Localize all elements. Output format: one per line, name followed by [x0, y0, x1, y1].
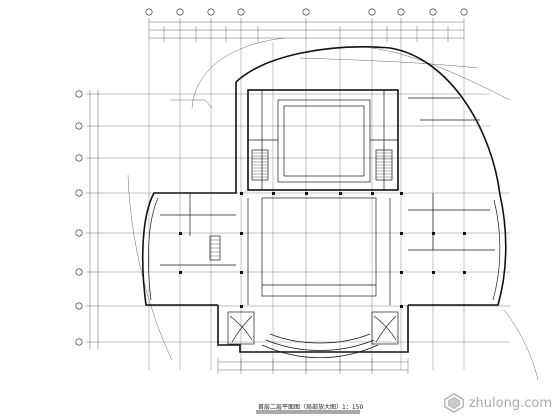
drawing-title-block: 首层二层平面图（局部放大图）1：150	[256, 403, 363, 414]
left-dimension-lines	[86, 90, 100, 350]
building-outline	[141, 46, 507, 359]
watermark: zhulong.com	[443, 392, 552, 414]
annotation-leader	[170, 99, 213, 109]
left-axis-bubbles	[75, 90, 83, 346]
stair-west-wing	[209, 235, 221, 261]
stair-left	[251, 149, 269, 181]
structural-columns	[179, 192, 466, 308]
east-wing-partitions	[408, 97, 495, 251]
central-core	[247, 89, 399, 191]
drawing-title: 首层二层平面图（局部放大图）1：150	[258, 403, 363, 411]
watermark-text: zhulong.com	[468, 395, 552, 411]
stair-right	[375, 149, 393, 181]
west-wing-partitions	[160, 193, 236, 266]
top-axis-bubbles	[145, 8, 468, 16]
vertical-grid	[148, 42, 465, 370]
entrance-tower-right	[371, 311, 399, 345]
zhulong-logo-icon	[443, 393, 464, 413]
top-dimension-lines	[148, 18, 465, 42]
entrance-tower-left	[227, 311, 255, 345]
lower-hall	[247, 197, 391, 305]
bottom-dimension-lines	[217, 358, 409, 374]
